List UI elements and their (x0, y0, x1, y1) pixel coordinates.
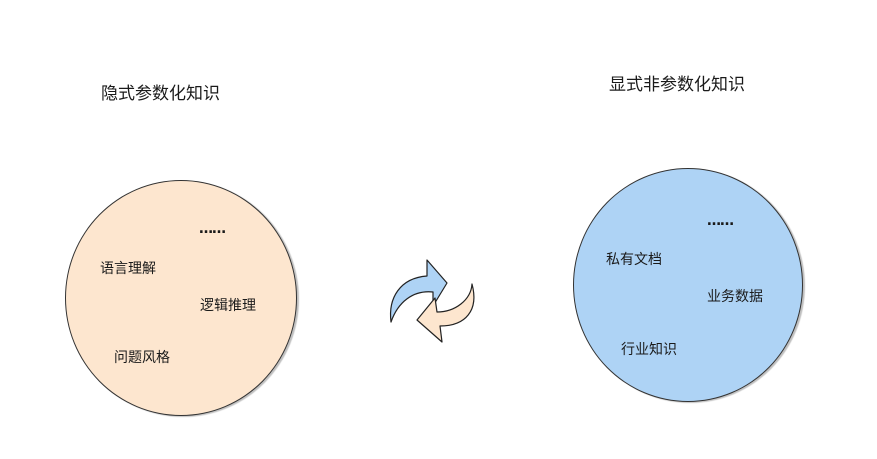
right-item-industry-knowledge: 行业知识 (621, 342, 677, 358)
implicit-knowledge-circle (65, 180, 297, 416)
right-item-business-data: 业务数据 (707, 289, 763, 305)
left-title: 隐式参数化知识 (101, 84, 220, 104)
right-title: 显式非参数化知识 (609, 75, 745, 95)
left-ellipsis: …… (199, 221, 226, 237)
left-item-logical-reasoning: 逻辑推理 (200, 298, 256, 314)
left-item-language-understanding: 语言理解 (100, 261, 156, 277)
right-ellipsis: …… (707, 213, 734, 229)
blue-arrow-icon (389, 259, 448, 323)
left-item-question-style: 问题风格 (114, 350, 170, 366)
right-item-private-documents: 私有文档 (606, 252, 662, 268)
orange-arrow-icon (416, 283, 475, 343)
explicit-knowledge-circle (573, 168, 803, 402)
